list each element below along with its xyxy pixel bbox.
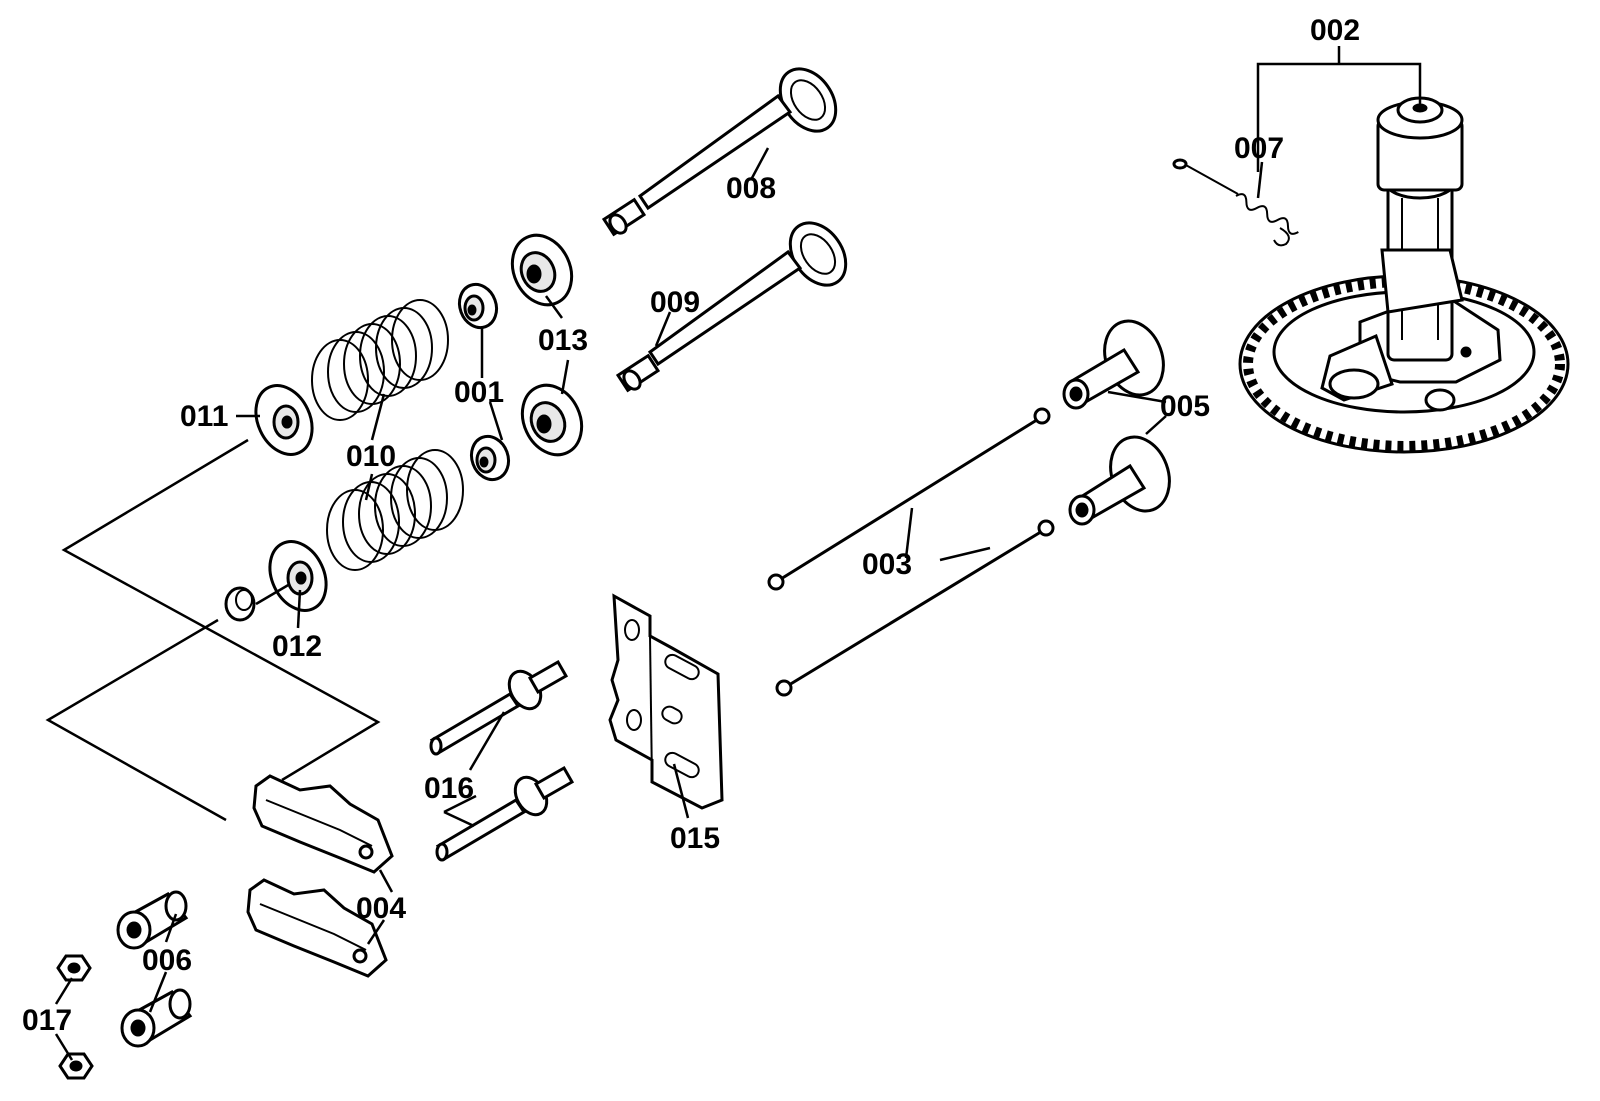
spring-010-upper xyxy=(311,299,449,421)
callout-017: 017 xyxy=(22,1004,72,1037)
callout-009: 009 xyxy=(650,286,700,319)
retainer-013-lower xyxy=(520,383,584,457)
callout-008: 008 xyxy=(726,172,776,205)
nut-017-upper xyxy=(56,954,92,982)
seal-001-upper xyxy=(457,282,499,330)
tappet-guide-006-upper xyxy=(116,890,189,950)
nut-017-lower xyxy=(58,1052,94,1080)
stud-016-upper xyxy=(429,659,569,756)
callout-001: 001 xyxy=(454,376,504,409)
camshaft-gear-002 xyxy=(1238,96,1570,454)
callout-010: 010 xyxy=(346,440,396,473)
rocker-arm-004-upper xyxy=(252,774,394,874)
callout-006: 006 xyxy=(142,944,192,977)
retainer-013-upper xyxy=(510,233,574,307)
pushrod-003-upper xyxy=(767,407,1051,591)
pushrod-003-lower xyxy=(775,519,1055,697)
seal-001-lower xyxy=(469,434,511,482)
valve-cap xyxy=(224,586,256,622)
washer-012 xyxy=(268,540,328,612)
callout-012: 012 xyxy=(272,630,322,663)
assembly-bracket-lines xyxy=(45,438,381,822)
tappet-005-lower xyxy=(1068,435,1171,526)
callout-002: 002 xyxy=(1310,14,1360,47)
leader-lines xyxy=(54,46,1422,1061)
callout-005: 005 xyxy=(1160,390,1210,423)
callout-016: 016 xyxy=(424,772,474,805)
callout-004: 004 xyxy=(356,892,406,925)
washer-011 xyxy=(254,384,314,456)
guide-plate-015 xyxy=(608,593,724,810)
rocker-arm-004-lower xyxy=(246,878,388,978)
callout-003: 003 xyxy=(862,548,912,581)
callout-015: 015 xyxy=(670,822,720,855)
callout-007: 007 xyxy=(1234,132,1284,165)
callout-013: 013 xyxy=(538,324,588,357)
tappet-005-upper xyxy=(1062,319,1165,410)
tappet-guide-006-lower xyxy=(120,988,193,1048)
stud-016-lower xyxy=(435,765,575,862)
valve-008 xyxy=(601,67,838,237)
spring-010-lower xyxy=(326,449,464,571)
valve-009 xyxy=(615,221,848,393)
spring-007 xyxy=(1172,158,1299,247)
callout-011: 011 xyxy=(180,400,228,433)
callout-labels: 002 007 008 009 013 001 011 010 012 005 … xyxy=(22,14,1360,1037)
